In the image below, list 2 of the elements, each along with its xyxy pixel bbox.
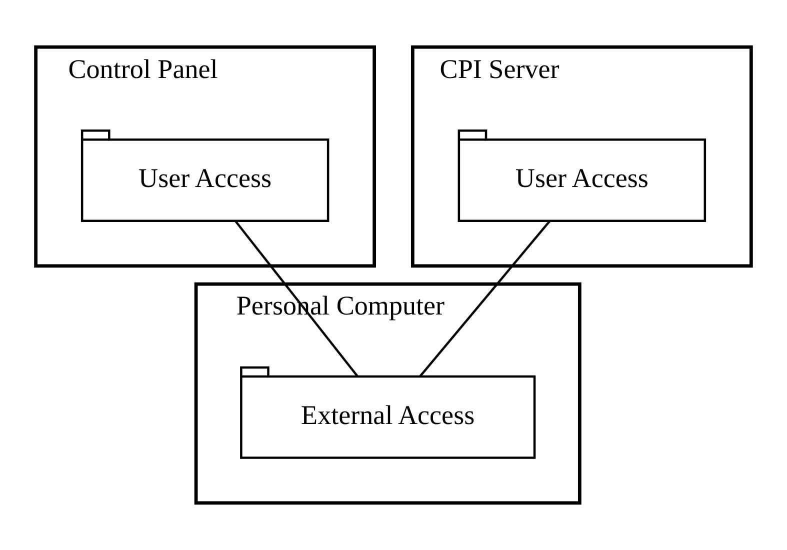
connector	[419, 220, 551, 378]
connector	[234, 220, 358, 378]
